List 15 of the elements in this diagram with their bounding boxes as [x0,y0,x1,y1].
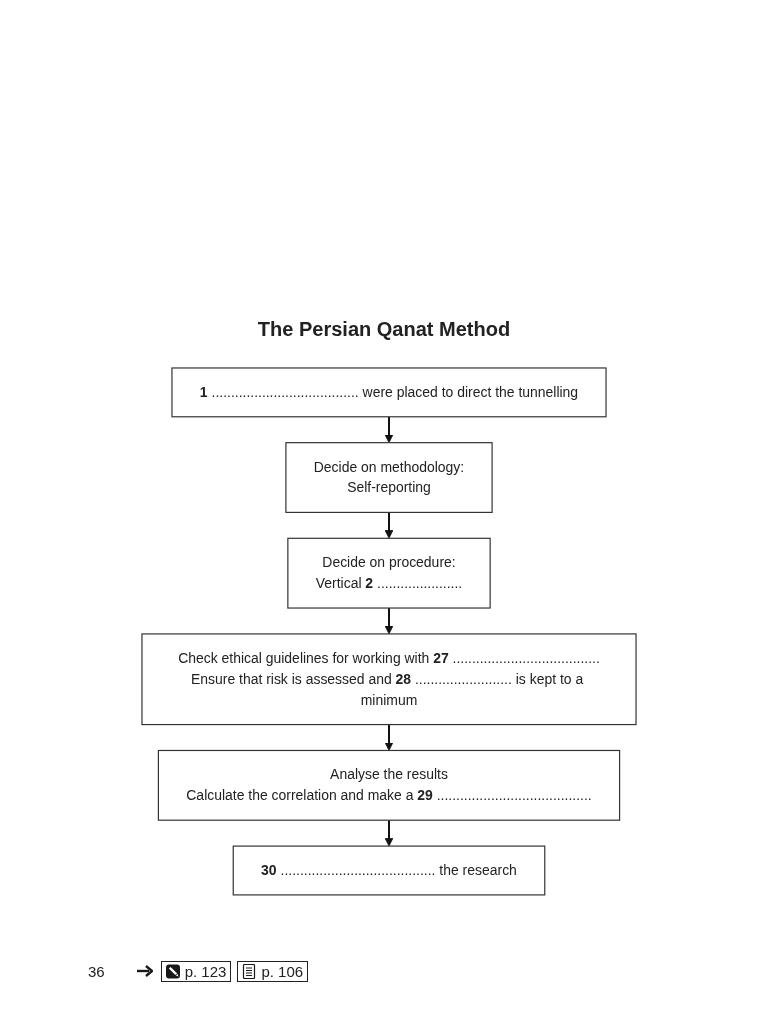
page-number: 36 [88,962,105,980]
page-reference: p. 123 [184,962,227,980]
arrow [384,511,394,539]
node-box: Check ethical guidelines for working with 27 ...................................... Ensure that risk is assessed and 28 ......................... is kept to a minimum [141,633,637,726]
arrow [384,415,394,444]
diagram-title: The Persian Qanat Method [257,318,511,340]
node-box: Decide on procedure: Vertical 2 ...................... [287,537,491,609]
node-box: 1 ...................................... were placed to direct the tunnelling [171,367,607,418]
node-box: 30 ........................................ the research [232,845,546,896]
arrow [384,723,394,751]
page-reference: p. 106 [261,962,304,980]
node-box: Decide on methodology: Self-reporting [285,442,493,513]
arrow [384,607,394,635]
node-box: Analyse the results Calculate the correlation and make a 29 ........................................ [157,749,621,821]
arrow [384,819,394,847]
